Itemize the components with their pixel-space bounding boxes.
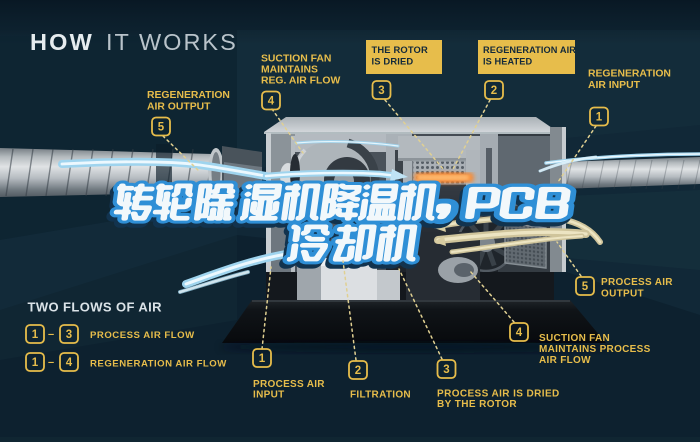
svg-text:IS DRIED: IS DRIED [372, 55, 414, 66]
svg-text:1: 1 [259, 353, 266, 365]
svg-text:3: 3 [443, 364, 449, 376]
svg-text:FILTRATION: FILTRATION [350, 389, 411, 400]
svg-text:THE ROTOR: THE ROTOR [372, 44, 428, 55]
svg-text:IS HEATED: IS HEATED [483, 56, 532, 66]
svg-text:–: – [48, 329, 54, 341]
svg-text:–: – [48, 357, 54, 369]
svg-text:AIR INPUT: AIR INPUT [588, 80, 641, 91]
svg-text:TWO FLOWS OF AIR: TWO FLOWS OF AIR [28, 299, 163, 314]
svg-text:1: 1 [32, 357, 39, 369]
svg-text:REGENERATION AIR FLOW: REGENERATION AIR FLOW [90, 359, 227, 370]
svg-text:4: 4 [516, 327, 523, 339]
svg-text:3: 3 [378, 85, 384, 97]
svg-text:REGENERATION: REGENERATION [147, 90, 230, 101]
svg-text:2: 2 [491, 85, 497, 97]
svg-text:MAINTAINS: MAINTAINS [261, 65, 318, 76]
svg-text:INPUT: INPUT [253, 389, 285, 400]
svg-text:1: 1 [32, 329, 39, 341]
svg-text:SUCTION FAN: SUCTION FAN [261, 54, 331, 65]
svg-text:PROCESS AIR FLOW: PROCESS AIR FLOW [90, 330, 195, 341]
svg-text:REG. AIR FLOW: REG. AIR FLOW [261, 75, 340, 86]
svg-text:OUTPUT: OUTPUT [601, 288, 644, 299]
svg-text:PROCESS AIR: PROCESS AIR [253, 379, 325, 390]
svg-text:PROCESS AIR: PROCESS AIR [601, 277, 673, 288]
svg-text:BY THE ROTOR: BY THE ROTOR [437, 399, 517, 410]
svg-text:REGENERATION AIR: REGENERATION AIR [483, 45, 576, 55]
svg-text:REGENERATION: REGENERATION [588, 69, 671, 80]
svg-text:3: 3 [66, 329, 72, 341]
svg-text:4: 4 [66, 357, 73, 369]
svg-text:HOW: HOW [30, 29, 94, 55]
svg-text:IT WORKS: IT WORKS [106, 29, 238, 55]
svg-text:2: 2 [355, 365, 361, 377]
svg-text:5: 5 [582, 281, 589, 293]
svg-text:MAINTAINS PROCESS: MAINTAINS PROCESS [539, 344, 651, 355]
svg-text:AIR FLOW: AIR FLOW [539, 355, 591, 366]
svg-text:SUCTION FAN: SUCTION FAN [539, 333, 610, 344]
svg-text:5: 5 [158, 122, 165, 134]
svg-text:PROCESS AIR IS DRIED: PROCESS AIR IS DRIED [437, 389, 560, 400]
svg-text:1: 1 [596, 112, 603, 124]
svg-text:AIR OUTPUT: AIR OUTPUT [147, 101, 211, 112]
svg-text:4: 4 [268, 96, 275, 108]
